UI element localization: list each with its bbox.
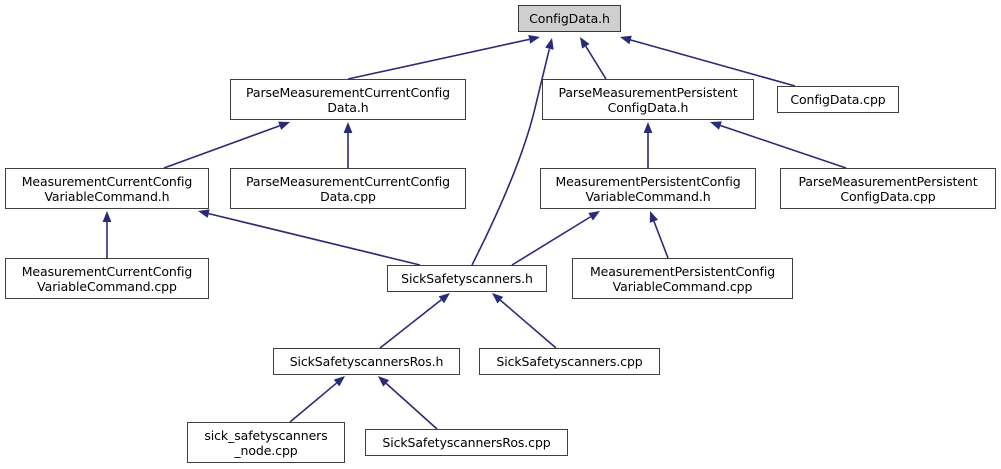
dependency-edge — [163, 125, 280, 169]
graph-node-label: ConfigData.h — [529, 11, 610, 26]
dependency-arrowhead — [343, 122, 353, 133]
dependency-arrowhead — [649, 211, 659, 223]
dependency-edge — [585, 45, 607, 80]
graph-node-meas-cur-cfg-var-cpp[interactable]: MeasurementCurrentConfig VariableCommand… — [5, 258, 209, 299]
dependency-edge — [630, 39, 796, 87]
graph-node-label: SickSafetyscannersRos.cpp — [382, 435, 551, 450]
dependency-edge — [289, 382, 338, 423]
graph-node-label: ParseMeasurementPersistent ConfigData.h — [558, 84, 738, 115]
graph-node-label: SickSafetyscanners.cpp — [496, 354, 643, 369]
graph-node-sick-safetyscanners-ros-cpp[interactable]: SickSafetyscannersRos.cpp — [365, 429, 568, 456]
graph-node-label: MeasurementCurrentConfig VariableCommand… — [21, 263, 193, 294]
dependency-edge — [720, 124, 847, 169]
graph-node-config-data-cpp[interactable]: ConfigData.cpp — [777, 86, 899, 113]
graph-node-parse-meas-cur-cfg-cpp[interactable]: ParseMeasurementCurrentConfig Data.cpp — [230, 168, 466, 209]
graph-node-label: ParseMeasurementPersistent ConfigData.cp… — [798, 173, 978, 204]
dependency-arrowhead — [528, 35, 540, 44]
dependency-arrowhead — [278, 121, 290, 130]
graph-node-meas-cur-cfg-var-h[interactable]: MeasurementCurrentConfig VariableCommand… — [5, 168, 209, 209]
graph-node-config-data-h[interactable]: ConfigData.h — [518, 5, 621, 32]
dependency-edge — [379, 299, 442, 349]
graph-node-parse-meas-cur-cfg-h[interactable]: ParseMeasurementCurrentConfig Data.h — [230, 79, 466, 120]
dependency-arrowhead — [333, 376, 345, 387]
dependency-arrowhead — [643, 122, 653, 133]
graph-node-meas-pers-cfg-var-cpp[interactable]: MeasurementPersistentConfig VariableComm… — [572, 258, 793, 299]
graph-node-label: ConfigData.cpp — [790, 92, 886, 107]
dependency-edge — [471, 48, 551, 266]
dependency-edge — [499, 299, 557, 349]
graph-node-label: SickSafetyscanners.h — [401, 271, 533, 286]
graph-node-parse-meas-pers-cfg-cpp[interactable]: ParseMeasurementPersistent ConfigData.cp… — [780, 168, 996, 209]
graph-node-label: MeasurementPersistentConfig VariableComm… — [555, 173, 741, 204]
dependency-arrowhead — [198, 209, 210, 218]
graph-node-sick-safetyscanners-node-cpp[interactable]: sick_safetyscanners _node.cpp — [187, 422, 345, 463]
dependency-arrowhead — [710, 121, 722, 130]
graph-node-label: sick_safetyscanners _node.cpp — [204, 427, 328, 458]
dependency-edge — [653, 220, 669, 259]
dependency-arrowhead — [492, 293, 504, 304]
dependency-arrowhead — [588, 211, 600, 221]
graph-node-sick-safetyscanners-ros-h[interactable]: SickSafetyscannersRos.h — [273, 348, 460, 375]
dependency-arrowhead — [378, 376, 390, 387]
dependency-arrowhead — [620, 35, 632, 45]
dependency-arrowhead — [545, 38, 554, 50]
dependency-edge — [208, 212, 421, 266]
graph-node-label: ParseMeasurementCurrentConfig Data.cpp — [246, 173, 450, 204]
graph-node-parse-meas-pers-cfg-h[interactable]: ParseMeasurementPersistent ConfigData.h — [542, 79, 754, 120]
dependency-edge — [511, 216, 592, 266]
dependency-arrowhead — [580, 37, 590, 49]
dependency-edge — [385, 382, 438, 430]
graph-node-label: ParseMeasurementCurrentConfig Data.h — [246, 84, 450, 115]
graph-node-label: MeasurementCurrentConfig VariableCommand… — [21, 173, 193, 204]
dependency-arrowhead — [102, 211, 112, 222]
graph-node-label: MeasurementPersistentConfig VariableComm… — [589, 263, 776, 294]
graph-node-meas-pers-cfg-var-h[interactable]: MeasurementPersistentConfig VariableComm… — [540, 168, 756, 209]
dependency-arrowhead — [438, 293, 450, 304]
graph-node-label: SickSafetyscannersRos.h — [289, 354, 444, 369]
graph-node-sick-safetyscanners-h[interactable]: SickSafetyscanners.h — [387, 265, 547, 292]
dependency-edge — [347, 38, 530, 80]
graph-node-sick-safetyscanners-cpp[interactable]: SickSafetyscanners.cpp — [479, 348, 660, 375]
